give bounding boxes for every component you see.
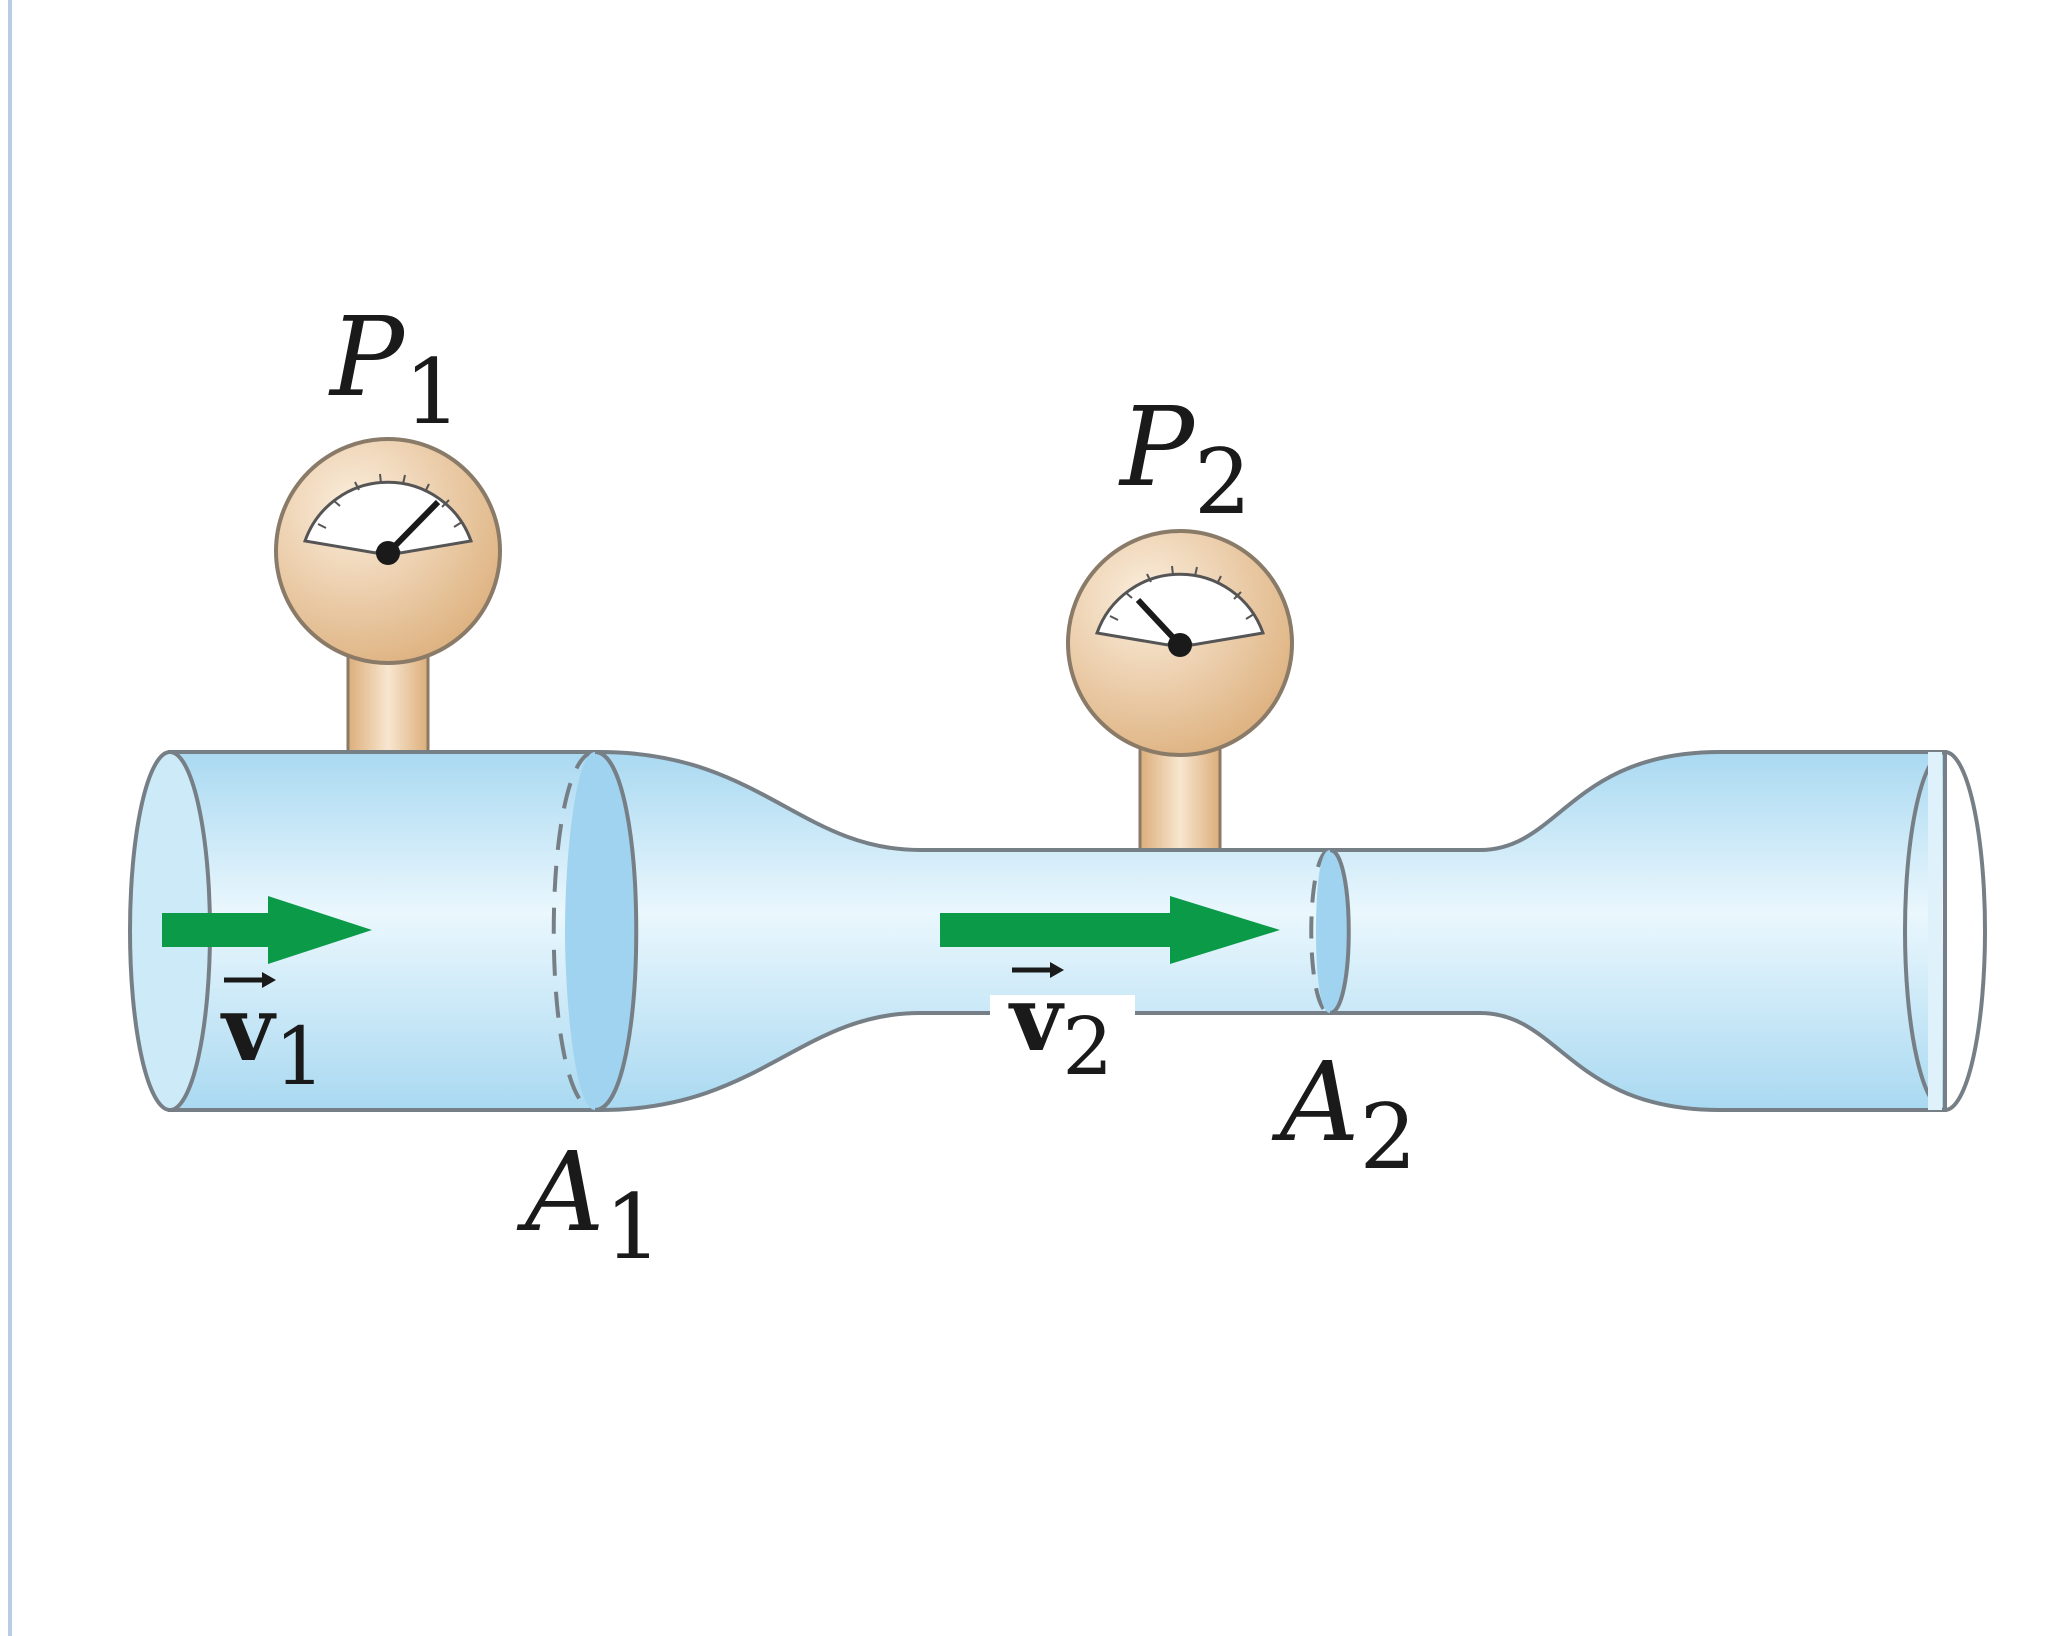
label-v2-backing bbox=[990, 995, 1135, 1035]
label-a1: A1 bbox=[516, 1128, 662, 1280]
pressure-gauge-left bbox=[274, 437, 502, 665]
label-a1-symbol: A bbox=[516, 1128, 604, 1256]
gauge-hub-right bbox=[1168, 633, 1192, 657]
label-p2: P2 bbox=[1118, 383, 1251, 535]
cross-section-a1-front bbox=[565, 752, 637, 1110]
gauge-stem-left bbox=[346, 648, 430, 757]
gauge-hub-left bbox=[376, 541, 400, 565]
label-v2-symbol: v bbox=[1008, 966, 1065, 1072]
label-a2: A2 bbox=[1271, 1038, 1417, 1190]
cross-section-a1-back bbox=[551, 750, 596, 1112]
cross-section-a2-back bbox=[1309, 848, 1331, 1015]
label-p1-subscript: 1 bbox=[404, 340, 461, 445]
svg-text:v1: v1 bbox=[220, 976, 325, 1103]
label-v1-symbol: v bbox=[220, 976, 277, 1082]
label-a2-symbol: A bbox=[1271, 1038, 1359, 1166]
label-v1-subscript: 1 bbox=[274, 1010, 325, 1103]
label-v2-subscript: 2 bbox=[1062, 1000, 1113, 1093]
tube-outlet bbox=[1903, 750, 1987, 1112]
cross-section-a1-rim bbox=[594, 750, 639, 1112]
label-v2: v2 bbox=[1008, 962, 1113, 1093]
cross-section-a2-front bbox=[1316, 850, 1349, 1013]
velocity-arrow-right bbox=[940, 896, 1280, 964]
label-p2-symbol: P bbox=[1118, 383, 1196, 511]
label-a2-subscript: 2 bbox=[1359, 1085, 1416, 1190]
label-p1-symbol: P bbox=[328, 293, 406, 421]
svg-text:v2: v2 bbox=[1008, 966, 1113, 1093]
label-a1-subscript: 1 bbox=[604, 1175, 661, 1280]
label-p1: P1 bbox=[328, 293, 461, 445]
cross-section-a2-rim bbox=[1329, 848, 1351, 1015]
pressure-gauge-right bbox=[1066, 529, 1294, 757]
panel-border bbox=[8, 0, 12, 1636]
label-p2-subscript: 2 bbox=[1194, 430, 1251, 535]
label-v1: v1 bbox=[220, 972, 325, 1103]
gauge-stem-right bbox=[1138, 738, 1222, 854]
velocity-arrow-left bbox=[162, 896, 372, 964]
